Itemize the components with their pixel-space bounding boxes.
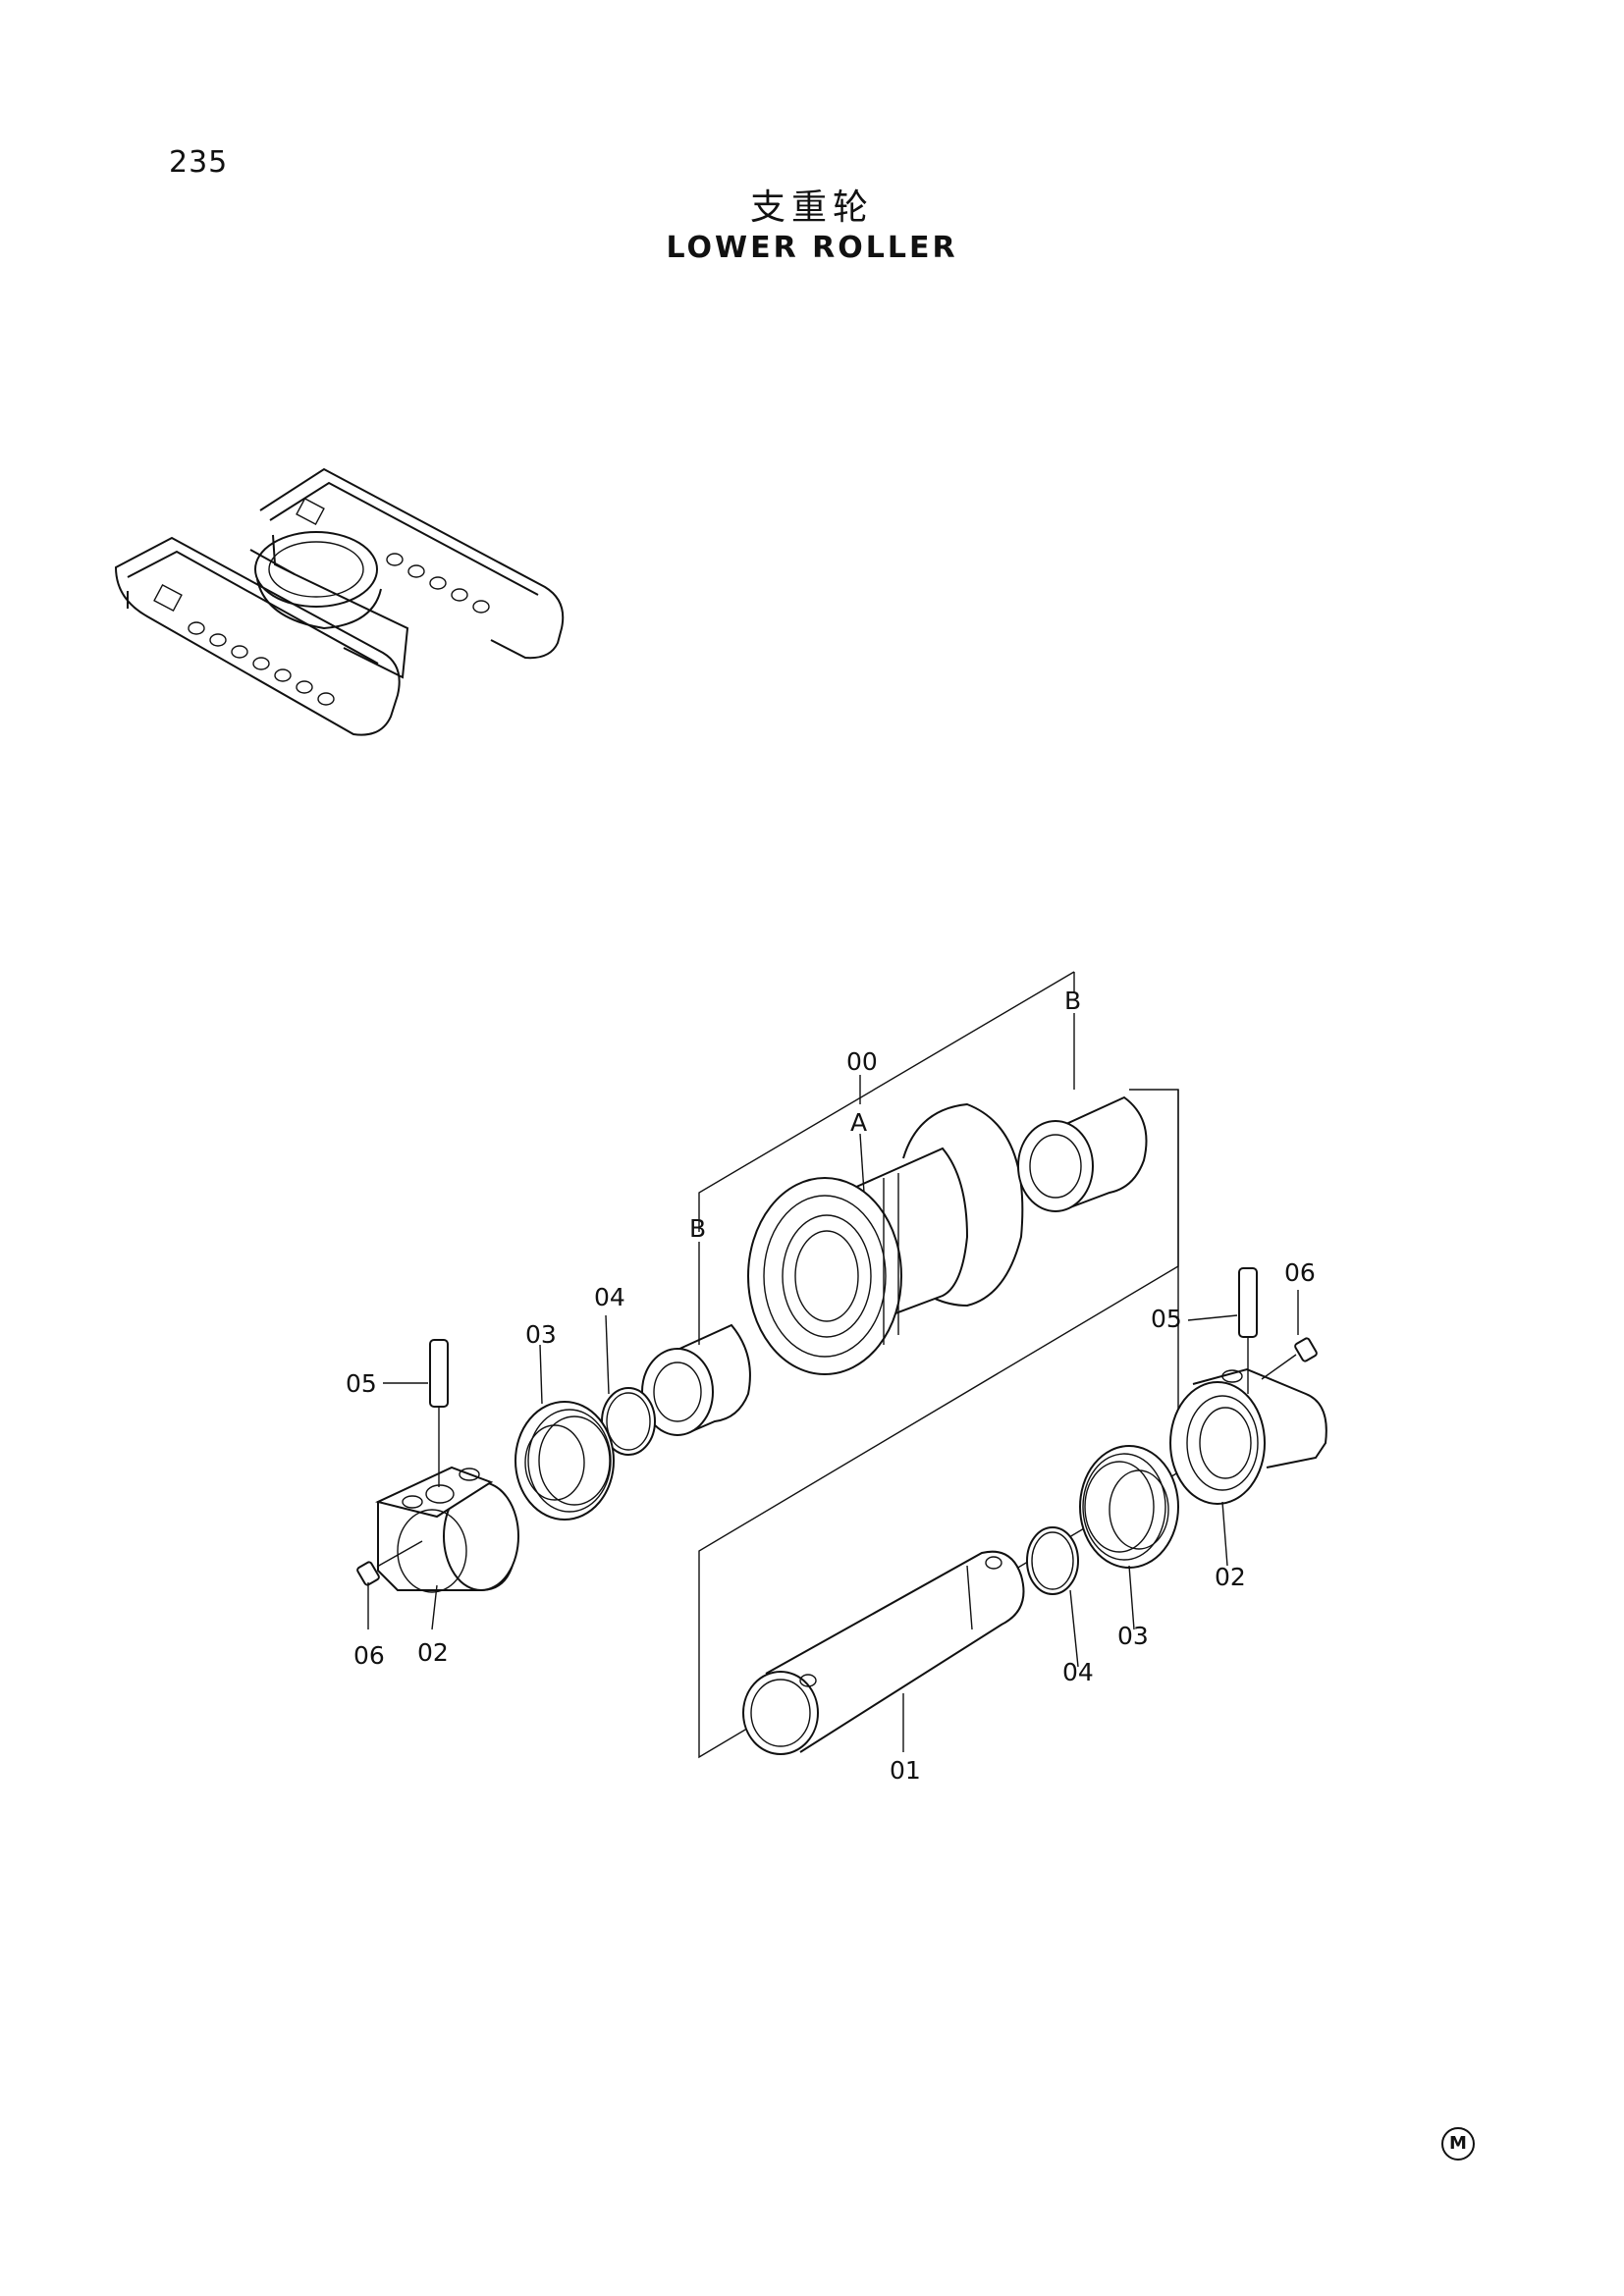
callout-00: 00 <box>846 1047 878 1076</box>
title-english: LOWER ROLLER <box>666 231 958 265</box>
callout-b-left: B <box>689 1214 706 1243</box>
collar-right <box>1169 1367 1327 1505</box>
plug-left <box>356 1540 423 1586</box>
page-number: 235 <box>169 145 229 180</box>
callout-05-right: 05 <box>1151 1305 1182 1333</box>
callout-02-right: 02 <box>1215 1563 1246 1591</box>
callout-04-right: 04 <box>1062 1658 1094 1686</box>
callout-a: A <box>850 1108 867 1137</box>
pin-left <box>429 1339 449 1487</box>
bushing-right <box>1017 1095 1148 1212</box>
collar-left <box>375 1466 519 1593</box>
callout-labels: 00 A B B 04 03 05 06 02 01 04 03 02 05 0… <box>346 987 1316 1785</box>
callout-03-left: 03 <box>525 1320 557 1349</box>
undercarriage-overview-sketch <box>114 467 565 736</box>
bushing-left <box>641 1323 751 1436</box>
roller-body <box>747 1102 1024 1375</box>
callout-06-right: 06 <box>1284 1258 1316 1287</box>
callout-06-left: 06 <box>353 1641 385 1670</box>
callout-04-left: 04 <box>594 1283 625 1311</box>
leader-lines <box>367 1013 1299 1752</box>
manufacturer-mark: M <box>1441 2127 1475 2161</box>
callout-03-right: 03 <box>1117 1622 1149 1650</box>
pin-right <box>1238 1267 1258 1394</box>
roller-shaft <box>742 1550 1025 1755</box>
title-chinese: 支重轮 <box>749 187 874 228</box>
callout-05-left: 05 <box>346 1369 377 1398</box>
floating-seal-right <box>1079 1445 1179 1569</box>
plug-right <box>1261 1337 1318 1380</box>
callout-b-right: B <box>1064 987 1081 1015</box>
o-ring-right <box>1026 1526 1079 1595</box>
callout-02-left: 02 <box>417 1638 449 1667</box>
floating-seal-left <box>514 1401 615 1521</box>
callout-01: 01 <box>890 1756 921 1785</box>
